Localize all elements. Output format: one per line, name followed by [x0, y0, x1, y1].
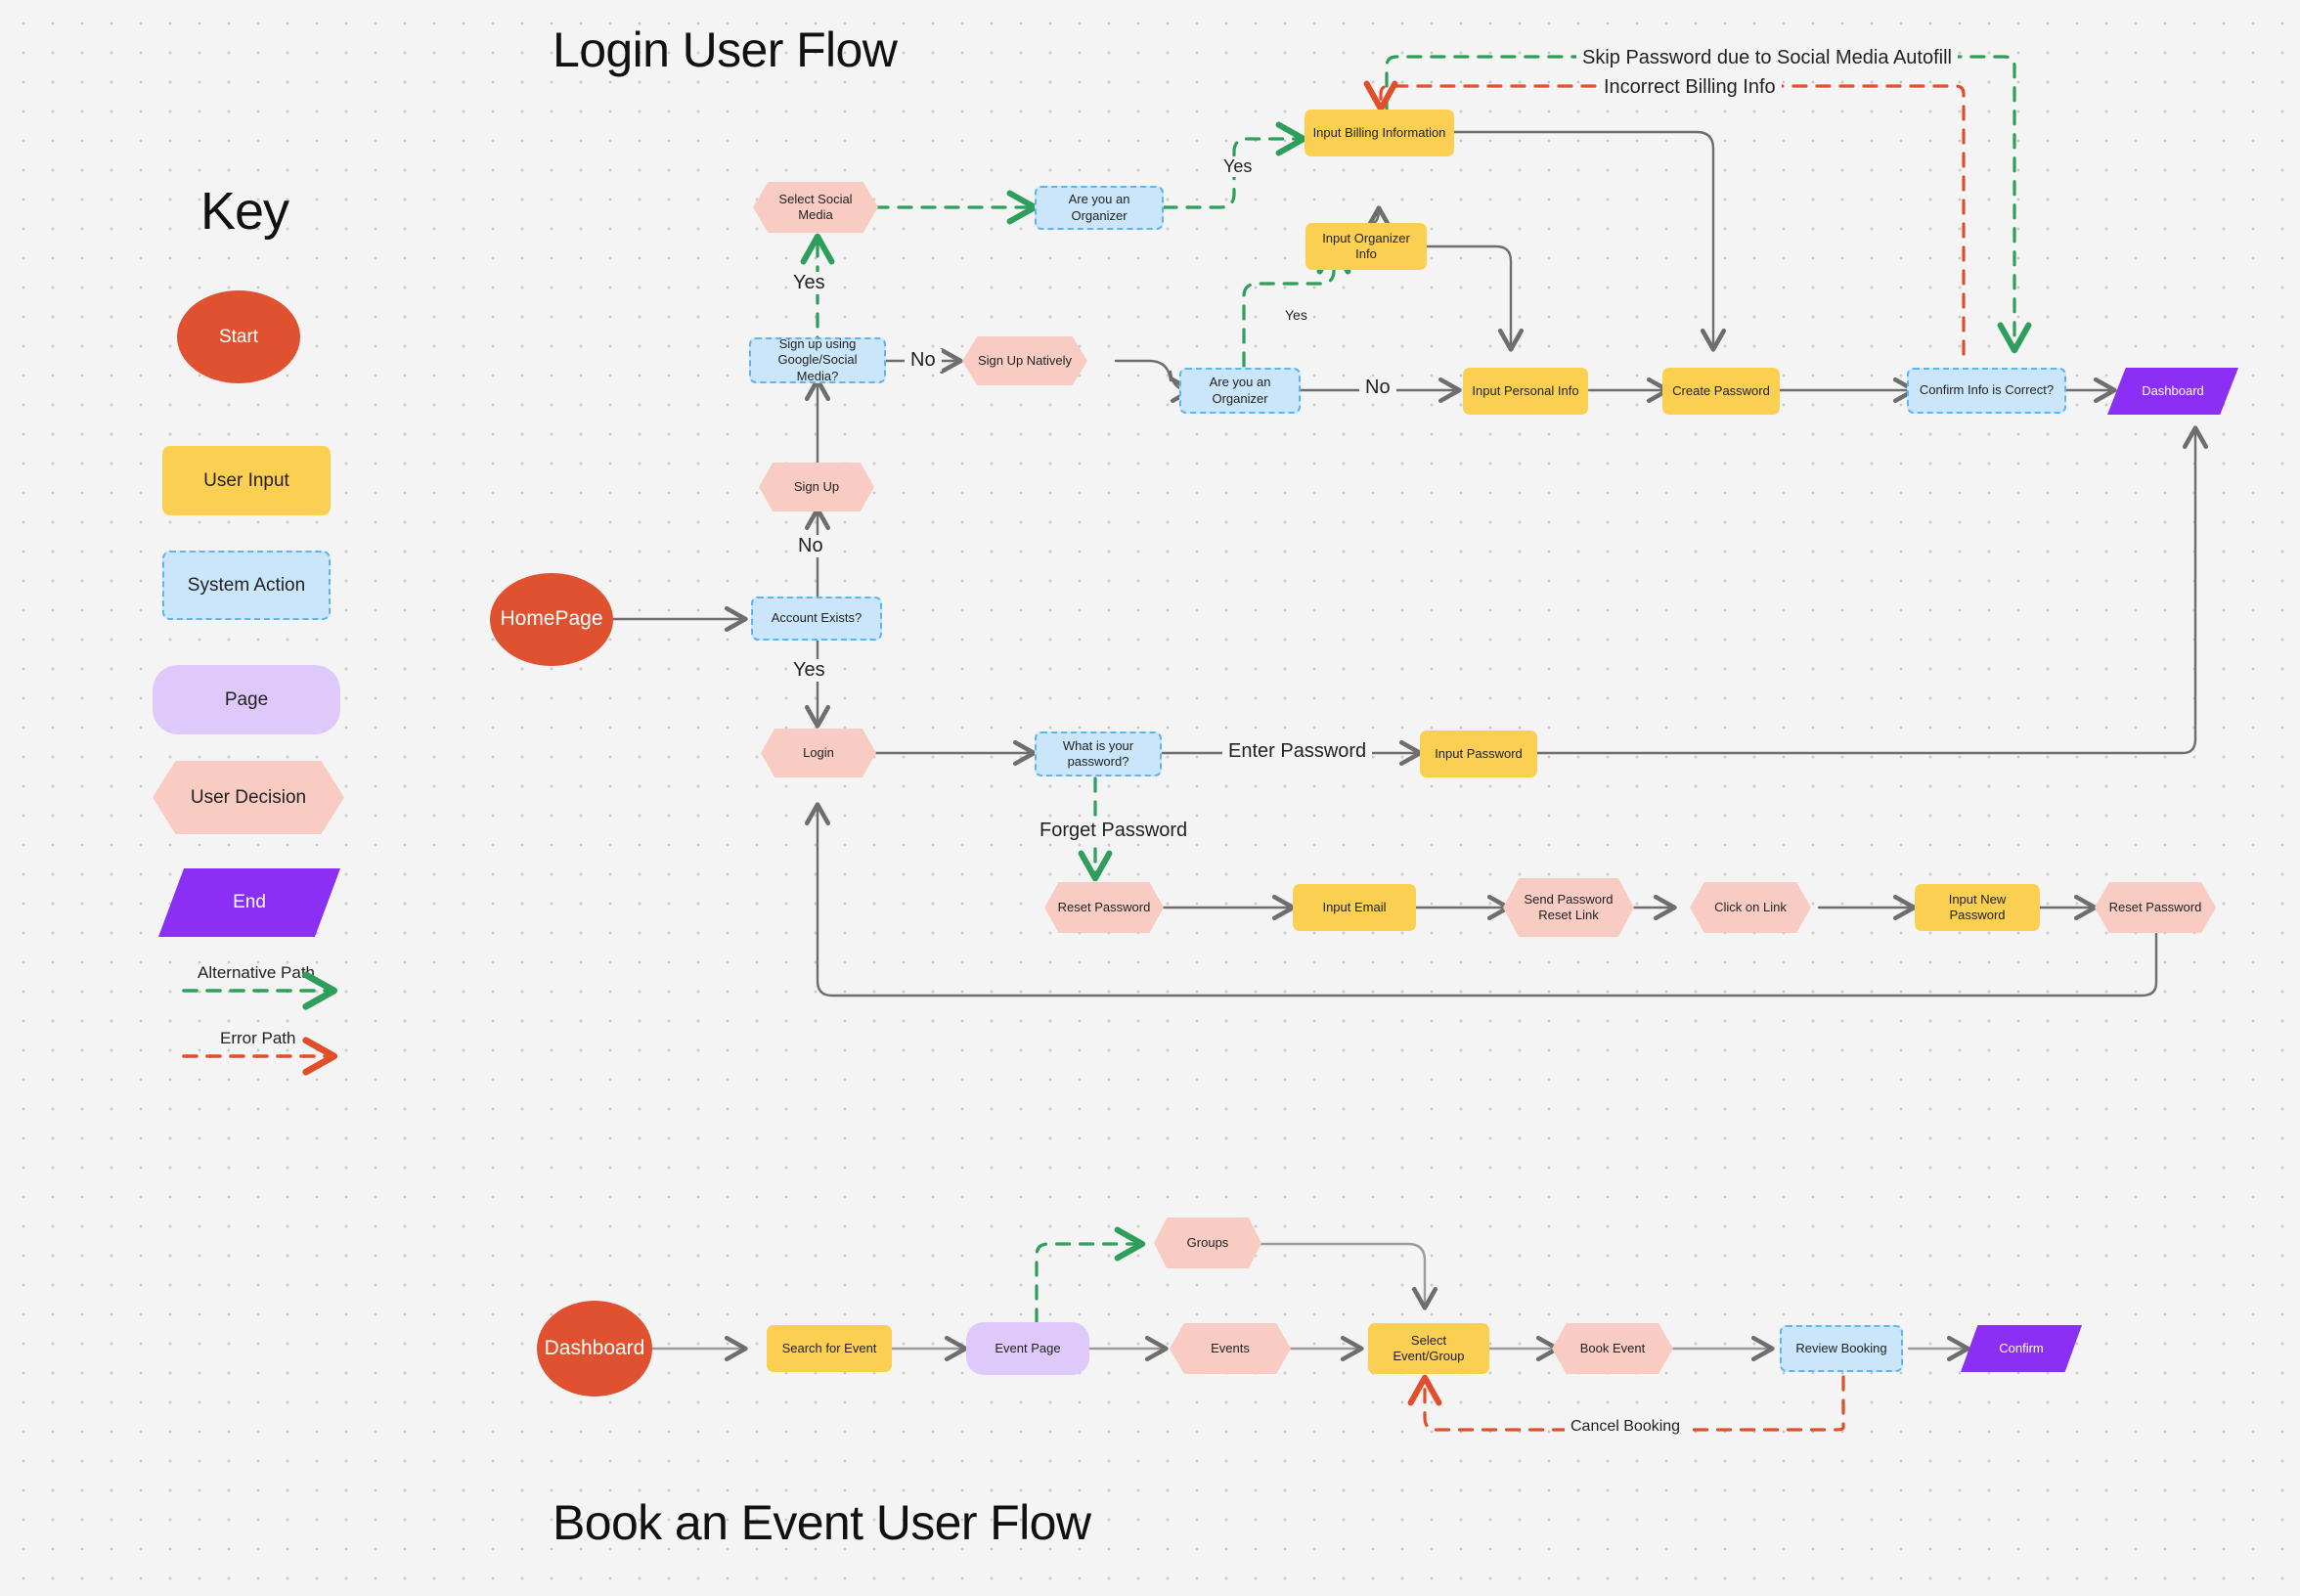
node-click-on-link[interactable]: Click on Link: [1690, 882, 1811, 933]
node-are-you-organizer-native[interactable]: Are you an Organizer: [1179, 368, 1301, 414]
node-input-personal-info[interactable]: Input Personal Info: [1463, 368, 1588, 415]
node-review-booking[interactable]: Review Booking: [1780, 1325, 1903, 1372]
edge-label-social-yes: Yes: [787, 272, 831, 294]
node-what-is-your-password[interactable]: What is your password?: [1035, 732, 1162, 776]
edge-label-organizer-social-yes: Yes: [1217, 156, 1259, 177]
node-sign-up-natively[interactable]: Sign Up Natively: [962, 336, 1087, 385]
edge-label-enter-password: Enter Password: [1222, 740, 1373, 763]
edge-label-incorrect-billing-info: Incorrect Billing Info: [1598, 76, 1782, 99]
login-flow-title: Login User Flow: [553, 22, 898, 77]
node-groups[interactable]: Groups: [1154, 1218, 1261, 1268]
node-reset-password-final[interactable]: Reset Password: [2095, 882, 2216, 933]
node-event-page[interactable]: Event Page: [966, 1322, 1089, 1375]
node-select-social-media[interactable]: Select Social Media: [753, 182, 878, 233]
key-legend-error-path-label: Error Path: [220, 1029, 296, 1047]
node-events[interactable]: Events: [1170, 1323, 1291, 1374]
node-send-password-reset-link[interactable]: Send Password Reset Link: [1503, 878, 1634, 937]
node-dashboard-end[interactable]: Dashboard: [2107, 368, 2238, 415]
key-title: Key: [200, 182, 289, 241]
edge-label-social-no: No: [905, 349, 942, 372]
node-login[interactable]: Login: [761, 729, 876, 777]
edge-label-forget-password: Forget Password: [1034, 820, 1194, 842]
node-are-you-organizer-social[interactable]: Are you an Organizer: [1035, 186, 1164, 230]
node-account-exists[interactable]: Account Exists?: [751, 597, 882, 641]
node-confirm-info-is-correct[interactable]: Confirm Info is Correct?: [1907, 368, 2066, 414]
key-shape-page: Page: [153, 665, 340, 734]
edge-label-organizer-native-no: No: [1359, 377, 1396, 399]
edge-label-account-exists-no: No: [792, 535, 829, 557]
key-shape-system-action: System Action: [162, 551, 331, 620]
key-shape-end: End: [158, 868, 340, 937]
node-dashboard-start[interactable]: Dashboard: [537, 1301, 652, 1396]
node-create-password[interactable]: Create Password: [1662, 368, 1780, 415]
node-homepage[interactable]: HomePage: [490, 573, 613, 666]
node-select-event-group[interactable]: Select Event/Group: [1368, 1323, 1489, 1374]
node-search-for-event[interactable]: Search for Event: [767, 1325, 892, 1372]
node-input-new-password[interactable]: Input New Password: [1915, 884, 2040, 931]
key-shape-user-input: User Input: [162, 446, 331, 515]
edge-label-cancel-booking: Cancel Booking: [1565, 1418, 1687, 1436]
node-book-event[interactable]: Book Event: [1552, 1323, 1673, 1374]
node-signup-using-social[interactable]: Sign up using Google/Social Media?: [749, 336, 886, 383]
node-input-billing-information[interactable]: Input Billing Information: [1305, 110, 1454, 156]
key-shape-start: Start: [177, 290, 300, 383]
key-shape-user-decision: User Decision: [153, 761, 344, 834]
key-legend-alternative-path-label: Alternative Path: [198, 963, 316, 982]
node-confirm[interactable]: Confirm: [1961, 1325, 2082, 1372]
edge-label-account-exists-yes: Yes: [787, 659, 831, 682]
node-input-password[interactable]: Input Password: [1420, 731, 1537, 777]
node-reset-password[interactable]: Reset Password: [1044, 882, 1164, 933]
node-sign-up[interactable]: Sign Up: [759, 463, 874, 511]
edge-label-skip-password-autofill: Skip Password due to Social Media Autofi…: [1576, 47, 1958, 69]
node-input-email[interactable]: Input Email: [1293, 884, 1416, 931]
node-input-organizer-info[interactable]: Input Organizer Info: [1305, 223, 1427, 270]
edge-label-organizer-native-yes: Yes: [1279, 307, 1313, 323]
book-flow-title: Book an Event User Flow: [553, 1495, 1091, 1550]
